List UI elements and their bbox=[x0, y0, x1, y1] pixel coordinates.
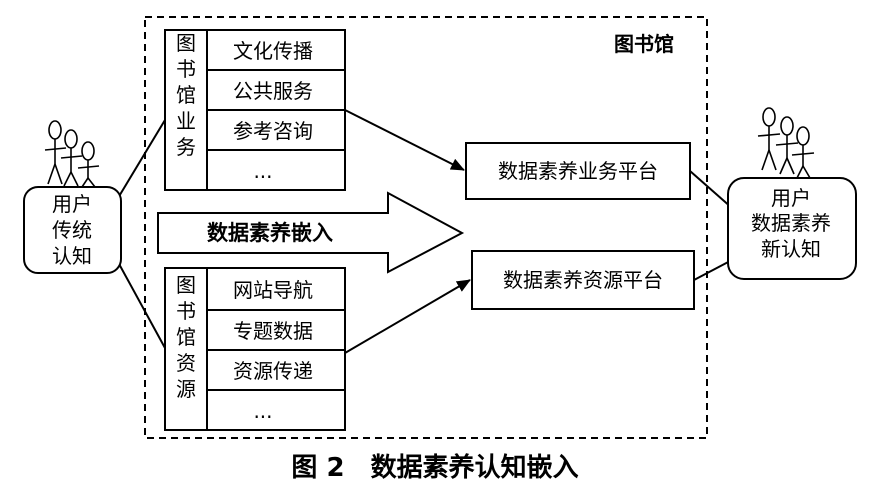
user-new-line: 数据素养 bbox=[751, 211, 831, 235]
users-figure-icon bbox=[44, 120, 100, 188]
resource-platform-label: 数据素养资源平台 bbox=[503, 268, 663, 292]
resource-group-label: 图书馆资源 bbox=[176, 273, 196, 401]
resource-to-platform-arrow bbox=[344, 279, 471, 354]
users-figure-icon bbox=[757, 107, 815, 179]
user-traditional-line: 传统 bbox=[52, 218, 92, 242]
connector-line bbox=[117, 261, 166, 349]
user-traditional-cognition-box bbox=[23, 186, 122, 274]
business-item: 文化传播 bbox=[233, 39, 313, 63]
user-new-cognition-box bbox=[727, 177, 857, 280]
business-platform-label: 数据素养业务平台 bbox=[498, 159, 658, 183]
business-group-label: 图书馆业务 bbox=[176, 31, 196, 159]
business-to-platform-arrow bbox=[344, 109, 465, 171]
user-new-line: 用户 bbox=[771, 186, 811, 210]
business-item: ... bbox=[253, 159, 272, 183]
resource-platform-box bbox=[471, 250, 695, 310]
embed-arrow bbox=[157, 191, 465, 274]
resource-item: 资源传递 bbox=[233, 359, 313, 383]
figure-caption: 图 2 数据素养认知嵌入 bbox=[291, 452, 578, 483]
connector-line bbox=[693, 259, 733, 281]
library-resource-table: 图书馆资源 网站导航 专题数据 资源传递 ... bbox=[164, 267, 346, 431]
library-boundary bbox=[144, 16, 708, 439]
connector-line bbox=[689, 170, 733, 209]
resource-item: ... bbox=[253, 399, 272, 423]
user-traditional-line: 用户 bbox=[52, 192, 92, 216]
resource-item: 网站导航 bbox=[233, 278, 313, 302]
resource-item: 专题数据 bbox=[233, 319, 313, 343]
library-business-table: 图书馆业务 文化传播 公共服务 参考咨询 ... bbox=[164, 29, 346, 191]
user-new-line: 新认知 bbox=[761, 237, 821, 261]
library-label: 图书馆 bbox=[614, 32, 674, 56]
business-platform-box bbox=[465, 142, 691, 200]
user-traditional-line: 认知 bbox=[52, 244, 92, 268]
business-item: 公共服务 bbox=[233, 79, 313, 103]
business-item: 参考咨询 bbox=[233, 119, 313, 143]
connector-line bbox=[117, 119, 166, 199]
embed-arrow-label: 数据素养嵌入 bbox=[207, 221, 333, 245]
